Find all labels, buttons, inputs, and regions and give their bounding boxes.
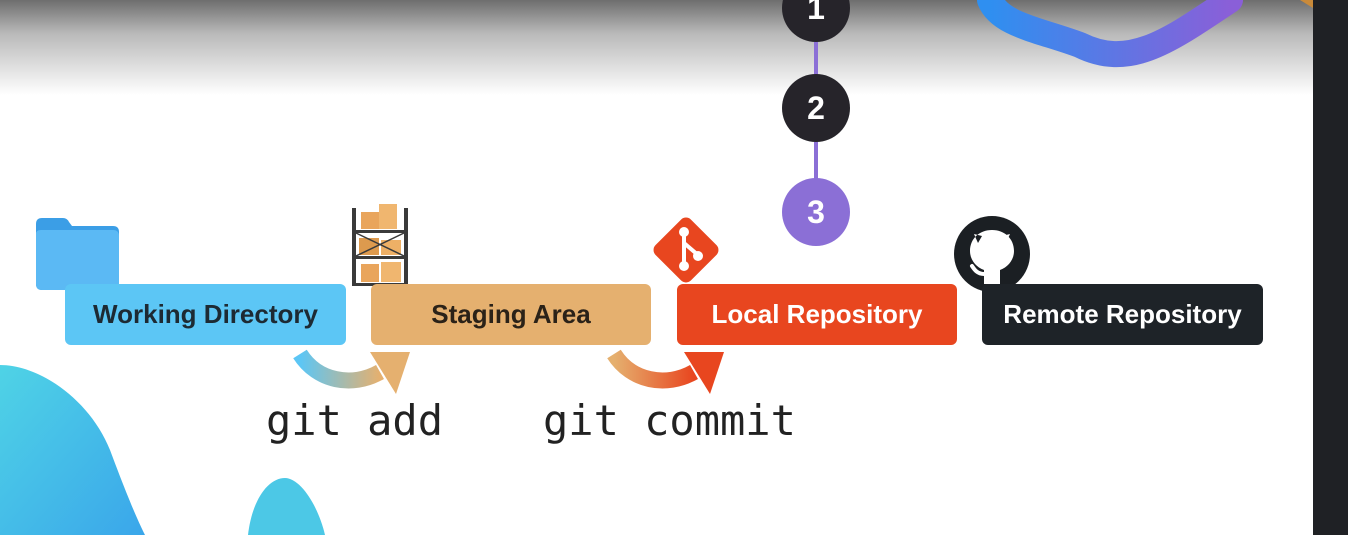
step-1-label: 1 bbox=[807, 0, 825, 26]
git-commit-arrow-icon bbox=[607, 349, 724, 394]
git-logo-icon bbox=[653, 217, 719, 283]
remote-repository-label: Remote Repository bbox=[1003, 299, 1242, 329]
git-commit-command: git commit bbox=[543, 396, 796, 445]
git-add-arrow-icon bbox=[293, 349, 410, 394]
working-directory-box: Working Directory bbox=[65, 284, 346, 345]
slide: 1 2 3 Working Directory bbox=[0, 0, 1313, 535]
remote-repository-box: Remote Repository bbox=[982, 284, 1263, 345]
github-logo-icon bbox=[954, 216, 1030, 292]
working-directory-label: Working Directory bbox=[93, 299, 318, 329]
decorative-blobs bbox=[0, 0, 1313, 535]
git-add-command: git add bbox=[266, 396, 444, 445]
local-repository-box: Local Repository bbox=[677, 284, 957, 345]
warehouse-shelves-icon bbox=[352, 204, 408, 286]
right-edge-bar bbox=[1313, 0, 1348, 535]
step-2-circle: 2 bbox=[782, 74, 850, 142]
step-3-circle: 3 bbox=[782, 178, 850, 246]
local-repository-label: Local Repository bbox=[711, 299, 923, 329]
step-3-label: 3 bbox=[807, 193, 825, 230]
step-2-label: 2 bbox=[807, 89, 825, 126]
staging-area-box: Staging Area bbox=[371, 284, 651, 345]
folder-icon bbox=[36, 218, 119, 290]
staging-area-label: Staging Area bbox=[431, 299, 591, 329]
